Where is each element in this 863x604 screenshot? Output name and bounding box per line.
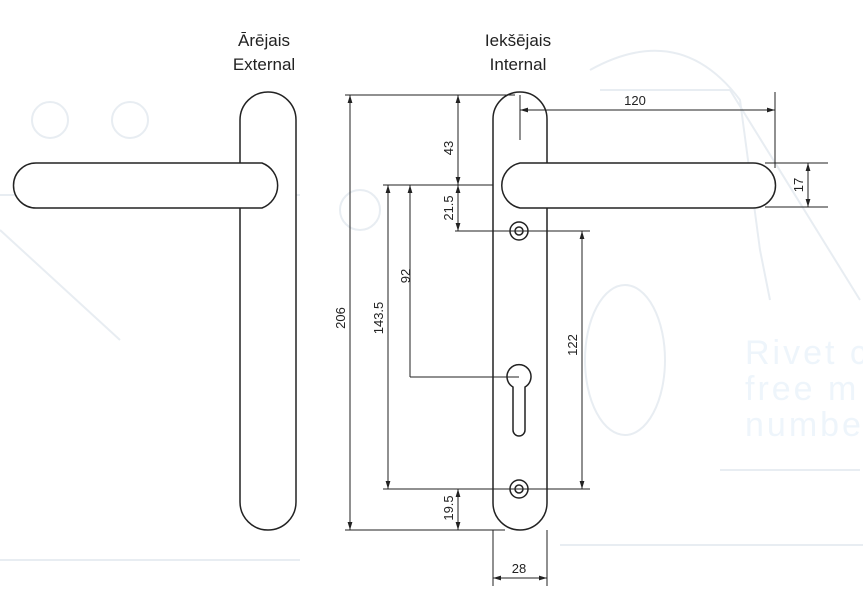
external-backplate — [239, 91, 297, 531]
external-label: Ārējais External — [204, 29, 324, 77]
external-handle — [12, 91, 297, 531]
dim-122: 122 — [565, 334, 580, 356]
internal-lever — [501, 162, 777, 209]
internal-label: Iekšējais Internal — [458, 29, 578, 77]
dim-28: 28 — [512, 561, 526, 576]
watermark-line: Rivet c — [745, 334, 863, 372]
external-label-lv: Ārējais — [238, 31, 290, 50]
background-sketch — [0, 49, 863, 561]
dim-19-5: 19.5 — [441, 495, 456, 520]
dim-120: 120 — [624, 93, 646, 108]
background-watermark-text: Rivet c free m numbe — [745, 335, 863, 443]
internal-backplate — [492, 91, 548, 531]
external-lever — [12, 162, 279, 209]
watermark-line: numbe — [745, 406, 863, 444]
internal-label-lv: Iekšējais — [484, 31, 552, 50]
internal-label-en: Internal — [489, 55, 547, 74]
external-label-en: External — [232, 55, 296, 74]
internal-handle — [492, 91, 777, 531]
dimension-lines — [345, 92, 828, 586]
dim-143-5: 143.5 — [371, 302, 386, 335]
dim-17: 17 — [791, 178, 806, 192]
dim-21-5: 21.5 — [441, 195, 456, 220]
dim-43: 43 — [441, 141, 456, 155]
dim-206: 206 — [333, 307, 348, 329]
watermark-line: free m — [745, 370, 860, 408]
dim-92: 92 — [398, 269, 413, 283]
dimension-labels: 206 43 21.5 19.5 143.5 92 122 120 17 28 — [333, 93, 806, 576]
